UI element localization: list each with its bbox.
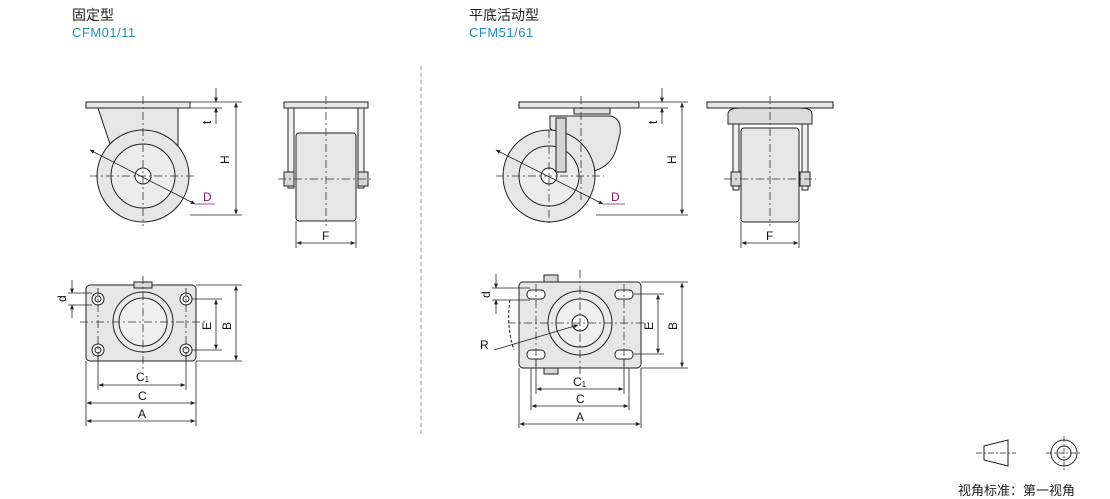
dim-label-H-right: H — [665, 155, 679, 164]
dim-label-C-left: C — [138, 389, 147, 403]
dim-label-B-left: B — [220, 322, 234, 330]
dim-label-R-right: R — [480, 338, 489, 352]
dim-label-d-right: d — [479, 291, 493, 298]
left-model-code: CFM01/11 — [72, 25, 136, 40]
dim-label-F-left: F — [322, 229, 329, 243]
dim-label-E-right: E — [642, 322, 656, 330]
dim-label-D-left: D — [203, 190, 212, 204]
dim-label-t-right: t — [646, 120, 660, 124]
left-view-title: 固定型 — [72, 7, 114, 23]
dim-label-H-left: H — [218, 155, 232, 164]
dim-label-A-right: A — [576, 410, 584, 424]
dim-label-D-right: D — [611, 190, 620, 204]
dim-label-d-left: d — [55, 295, 69, 302]
dim-label-B-right: B — [666, 322, 680, 330]
dim-label-C-right: C — [576, 392, 585, 406]
swivel-caster-top-view — [508, 274, 642, 375]
dim-label-C1-main-left: C — [136, 370, 145, 384]
fixed-caster-top-view — [85, 281, 197, 362]
view-standard-label: 视角标准：第一视角 — [958, 483, 1076, 498]
dim-label-F-right: F — [766, 229, 773, 243]
right-model-code: CFM51/61 — [469, 25, 534, 40]
dim-label-t-left: t — [200, 120, 214, 124]
dim-label-C1-sub-right: 1 — [582, 380, 587, 389]
dim-label-A-left: A — [138, 407, 146, 421]
dim-label-C1-sub-left: 1 — [145, 375, 150, 384]
dim-label-E-left: E — [200, 322, 214, 330]
first-angle-projection-icon — [976, 436, 1082, 470]
top-plate — [85, 101, 191, 109]
dim-label-C1-left: C1 — [136, 370, 150, 384]
dim-label-C1-right: C1 — [573, 375, 587, 389]
right-view-title: 平底活动型 — [469, 7, 539, 23]
fixed-caster-side-view — [85, 101, 191, 223]
dim-label-C1-main-right: C — [573, 375, 582, 389]
